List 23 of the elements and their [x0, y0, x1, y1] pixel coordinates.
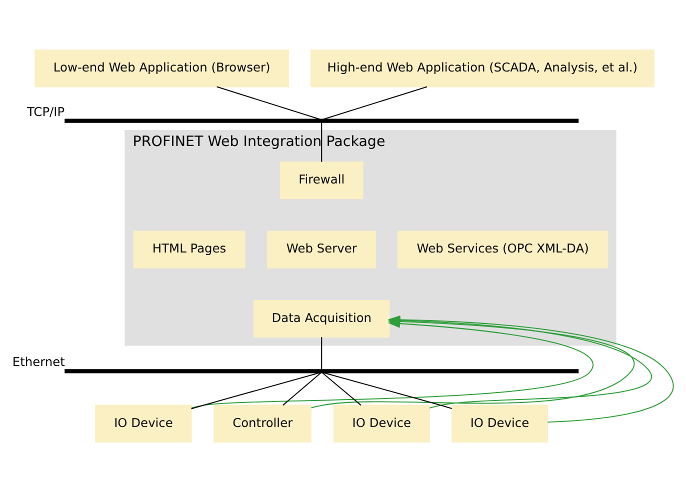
node-box: Low-end Web Application (Browser)	[34, 50, 290, 88]
connector	[321, 122, 322, 162]
connector	[323, 372, 452, 409]
connector	[322, 372, 362, 406]
connector	[282, 372, 322, 406]
node-bar	[64, 118, 579, 123]
node-box: IO Device	[333, 404, 430, 442]
node-box: IO Device	[451, 404, 548, 442]
node-box: High-end Web Application (SCADA, Analysis, et al.)	[310, 50, 654, 88]
node-box: HTML Pages	[133, 230, 246, 268]
node-box: Web Server	[267, 230, 376, 268]
connector	[216, 86, 320, 120]
node-box: Data Acquisition	[253, 300, 390, 338]
node-box: Web Services (OPC XML-DA)	[397, 230, 608, 268]
connector	[323, 86, 428, 120]
node-box: Controller	[214, 404, 312, 442]
connector	[321, 337, 322, 370]
connector	[191, 372, 320, 410]
node-label: Ethernet	[12, 355, 65, 370]
node-box: IO Device	[95, 404, 192, 442]
node-bar	[64, 369, 579, 374]
node-label: TCP/IP	[26, 104, 65, 119]
node-box: Firewall	[280, 162, 364, 200]
